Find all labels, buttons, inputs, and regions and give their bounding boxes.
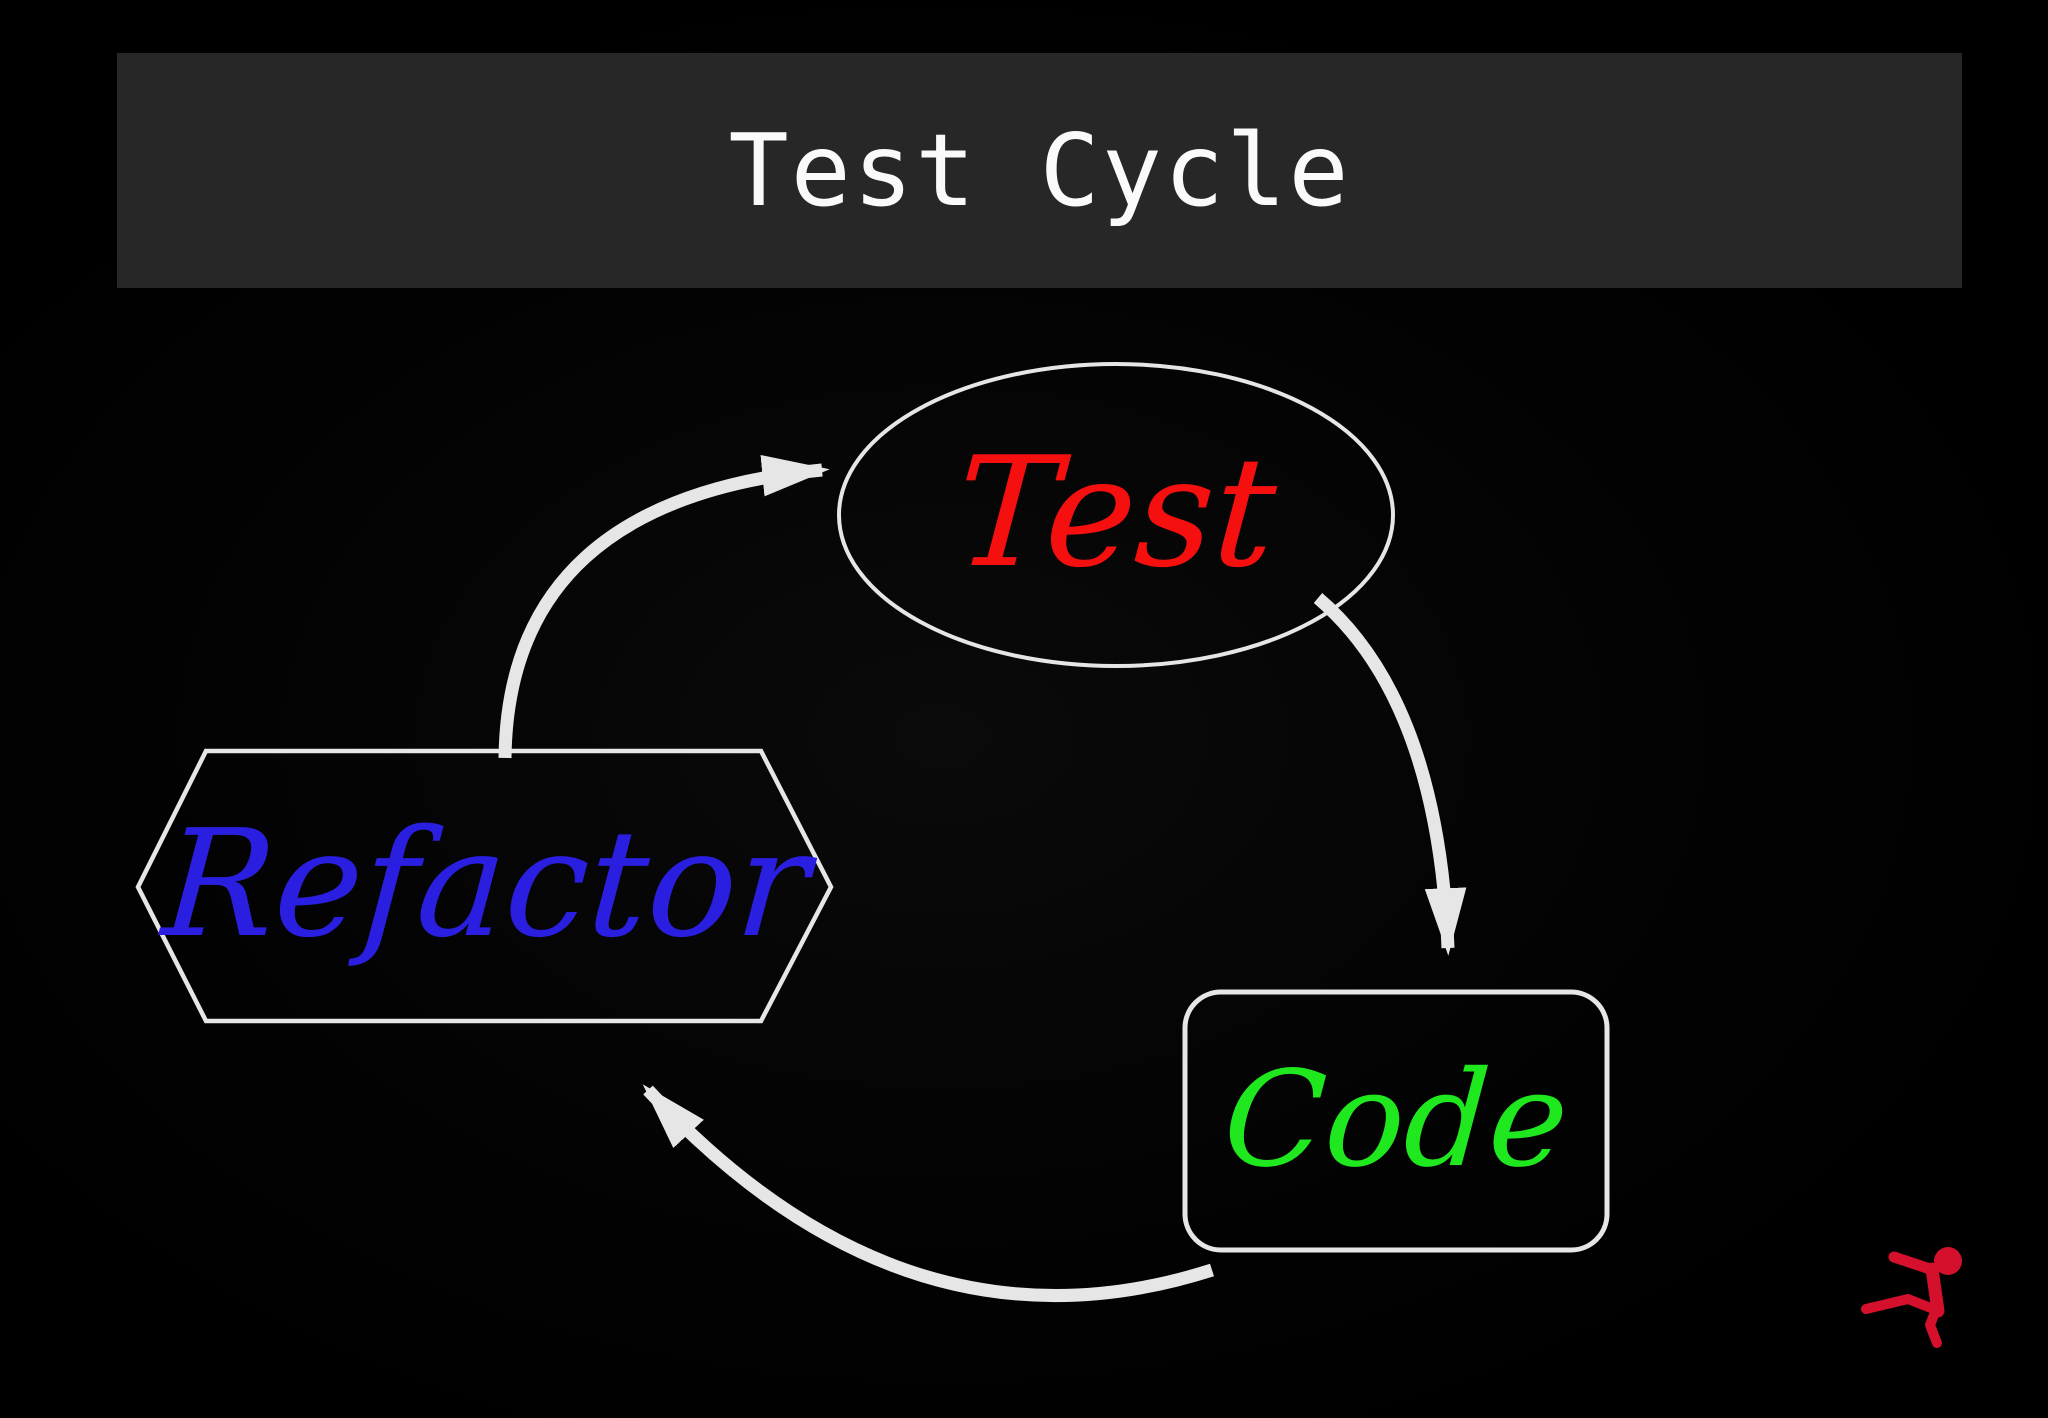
refactor-node-hexagon: [135, 748, 834, 1024]
slide-title-bar: Test Cycle: [117, 53, 1962, 288]
test-node-ellipse: [837, 362, 1395, 668]
running-figure-logo: [1861, 1247, 1962, 1348]
arrow-refactor-to-test: [498, 455, 830, 759]
arrow-test-to-code: [1313, 593, 1467, 956]
code-node-rect: [1182, 989, 1610, 1253]
arrow-code-to-refactor: [642, 1084, 1214, 1303]
slide-title: Test Cycle: [728, 112, 1351, 229]
